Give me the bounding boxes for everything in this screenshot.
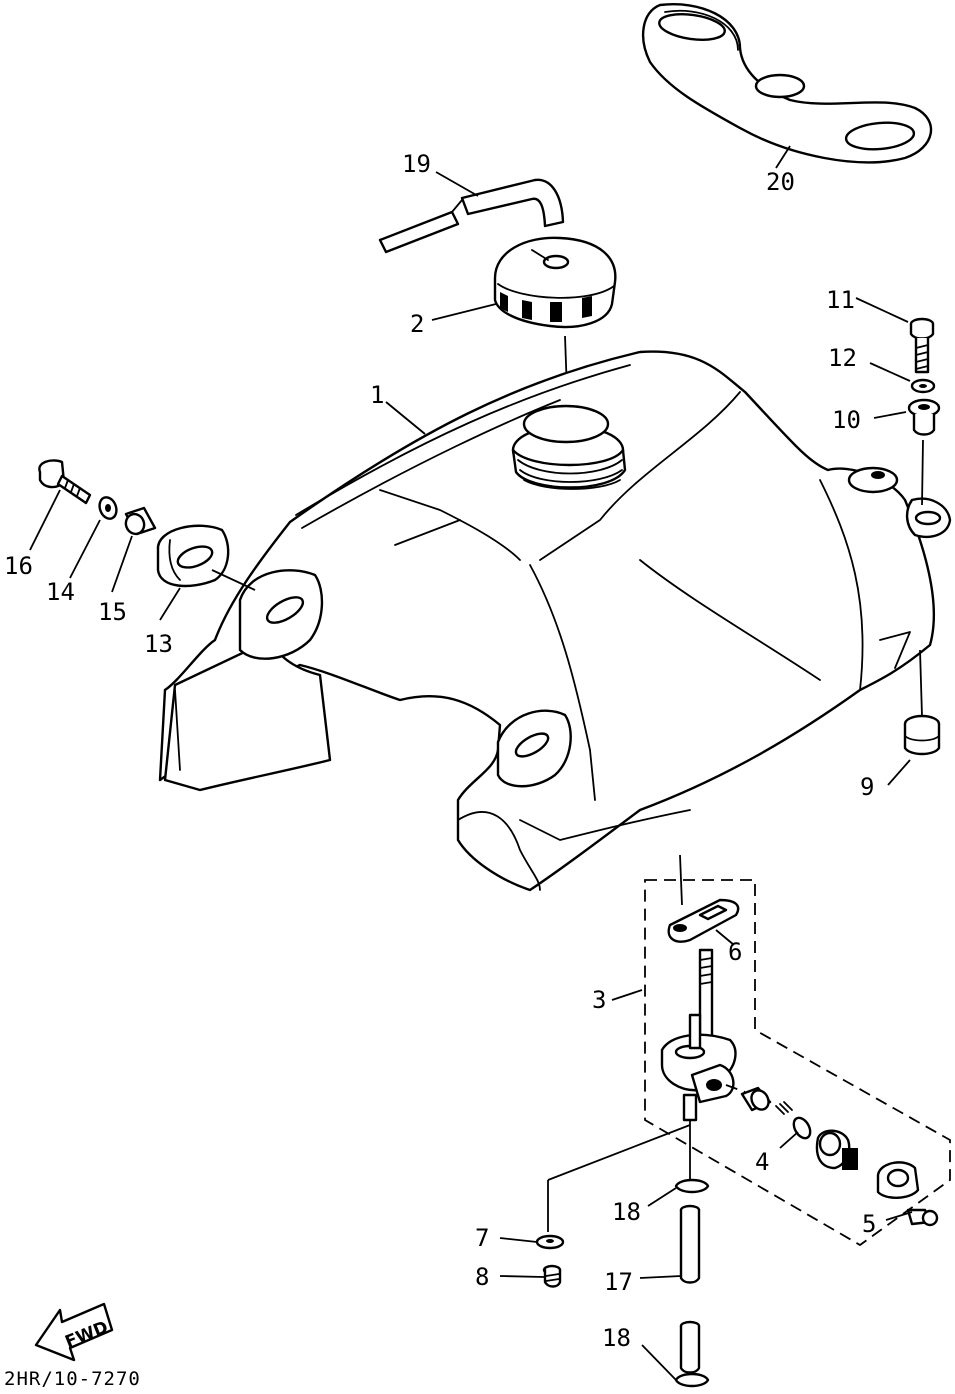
leader-lines	[29, 145, 913, 1381]
callout-5: 5	[862, 1210, 876, 1238]
callout-13: 13	[144, 630, 173, 658]
callout-12: 12	[828, 344, 857, 372]
diagram-code: 2HR/10-7270	[4, 1368, 141, 1390]
lever-parts	[725, 1084, 939, 1227]
callout-6: 6	[728, 938, 742, 966]
callout-11: 11	[826, 286, 855, 314]
callout-1: 1	[370, 381, 384, 409]
fuel-hose-part	[679, 1204, 701, 1374]
fuel-cock-screw-part	[542, 1264, 562, 1288]
callout-9: 9	[860, 773, 874, 801]
bolt-part	[909, 317, 935, 374]
callout-15: 15	[98, 598, 127, 626]
lock-washer-part	[910, 378, 936, 394]
hose-clip-upper-part	[674, 1178, 710, 1194]
damper-part	[903, 649, 941, 756]
callout-2: 2	[410, 310, 424, 338]
callout-labels: 1 2 3 4 5 6 7 8 9 10 11 12 13 14 15 16 1…	[4, 150, 876, 1352]
side-bolt-part	[38, 459, 92, 505]
callout-7: 7	[475, 1224, 489, 1252]
grommet-part	[156, 524, 230, 588]
gasket-part	[667, 898, 740, 943]
callout-10: 10	[832, 406, 861, 434]
callout-20: 20	[766, 168, 795, 196]
fuel-cock-washer-part	[535, 1124, 691, 1250]
callout-18-lower: 18	[602, 1324, 631, 1352]
fuel-tank-part	[158, 350, 952, 892]
callout-14: 14	[46, 578, 75, 606]
forward-arrow-icon: FWD	[34, 1302, 114, 1362]
callout-4: 4	[755, 1148, 769, 1176]
fuel-cock-assembly-boundary	[644, 879, 951, 1247]
callout-8: 8	[475, 1263, 489, 1291]
callout-16: 16	[4, 552, 33, 580]
fuel-cock-part	[660, 948, 737, 1122]
callout-19: 19	[402, 150, 431, 178]
spacer-collar-part	[124, 506, 157, 536]
plain-washer-part	[98, 496, 118, 520]
breather-hose-part	[378, 178, 565, 254]
collar-part	[907, 398, 941, 436]
fuel-cap-part	[493, 236, 617, 329]
callout-3: 3	[592, 986, 606, 1014]
tank-pad-part	[642, 2, 933, 164]
hose-clip-lower-part	[674, 1372, 710, 1388]
callout-17: 17	[604, 1268, 633, 1296]
callout-18-upper: 18	[612, 1198, 641, 1226]
